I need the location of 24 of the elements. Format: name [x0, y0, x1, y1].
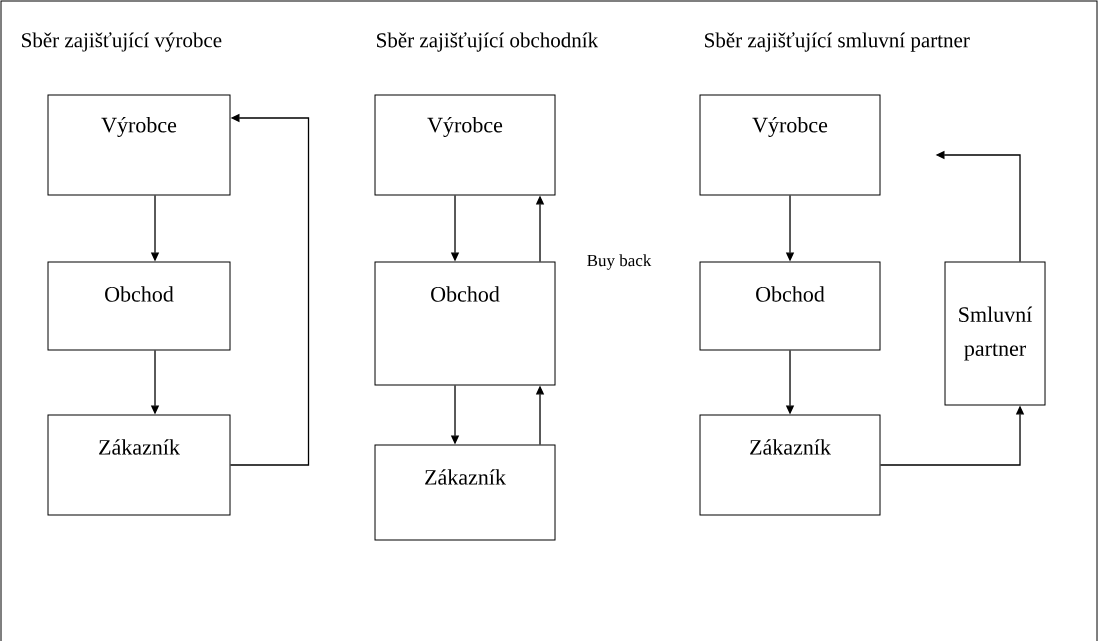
process-box: [374, 94, 556, 196]
process-box: [374, 261, 556, 386]
process-box: [699, 94, 881, 196]
box-label: Obchod: [105, 286, 174, 302]
box-label: Zákazník: [750, 439, 831, 455]
box-label: Obchod: [431, 286, 500, 302]
box-label: Zákazník: [99, 439, 180, 455]
box-label: Smluvní partner: [959, 306, 1033, 361]
process-box: [944, 261, 1046, 406]
process-box: [699, 261, 881, 351]
process-box: [47, 414, 231, 516]
column-heading: Sběr zajišťující smluvní partner: [705, 32, 970, 52]
box-label: Výrobce: [427, 116, 503, 137]
box-label: Výrobce: [101, 116, 177, 137]
process-box: [374, 444, 556, 541]
column-heading: Sběr zajišťující obchodník: [377, 32, 599, 52]
process-box: [47, 261, 231, 351]
box-label: Obchod: [756, 286, 825, 302]
edge-label: Buy back: [585, 253, 653, 271]
process-box: [699, 414, 881, 516]
box-label: Zákazník: [425, 469, 506, 485]
column-heading: Sběr zajišťující výrobce: [22, 32, 222, 52]
box-label: Výrobce: [752, 116, 828, 137]
process-box: [47, 94, 231, 196]
